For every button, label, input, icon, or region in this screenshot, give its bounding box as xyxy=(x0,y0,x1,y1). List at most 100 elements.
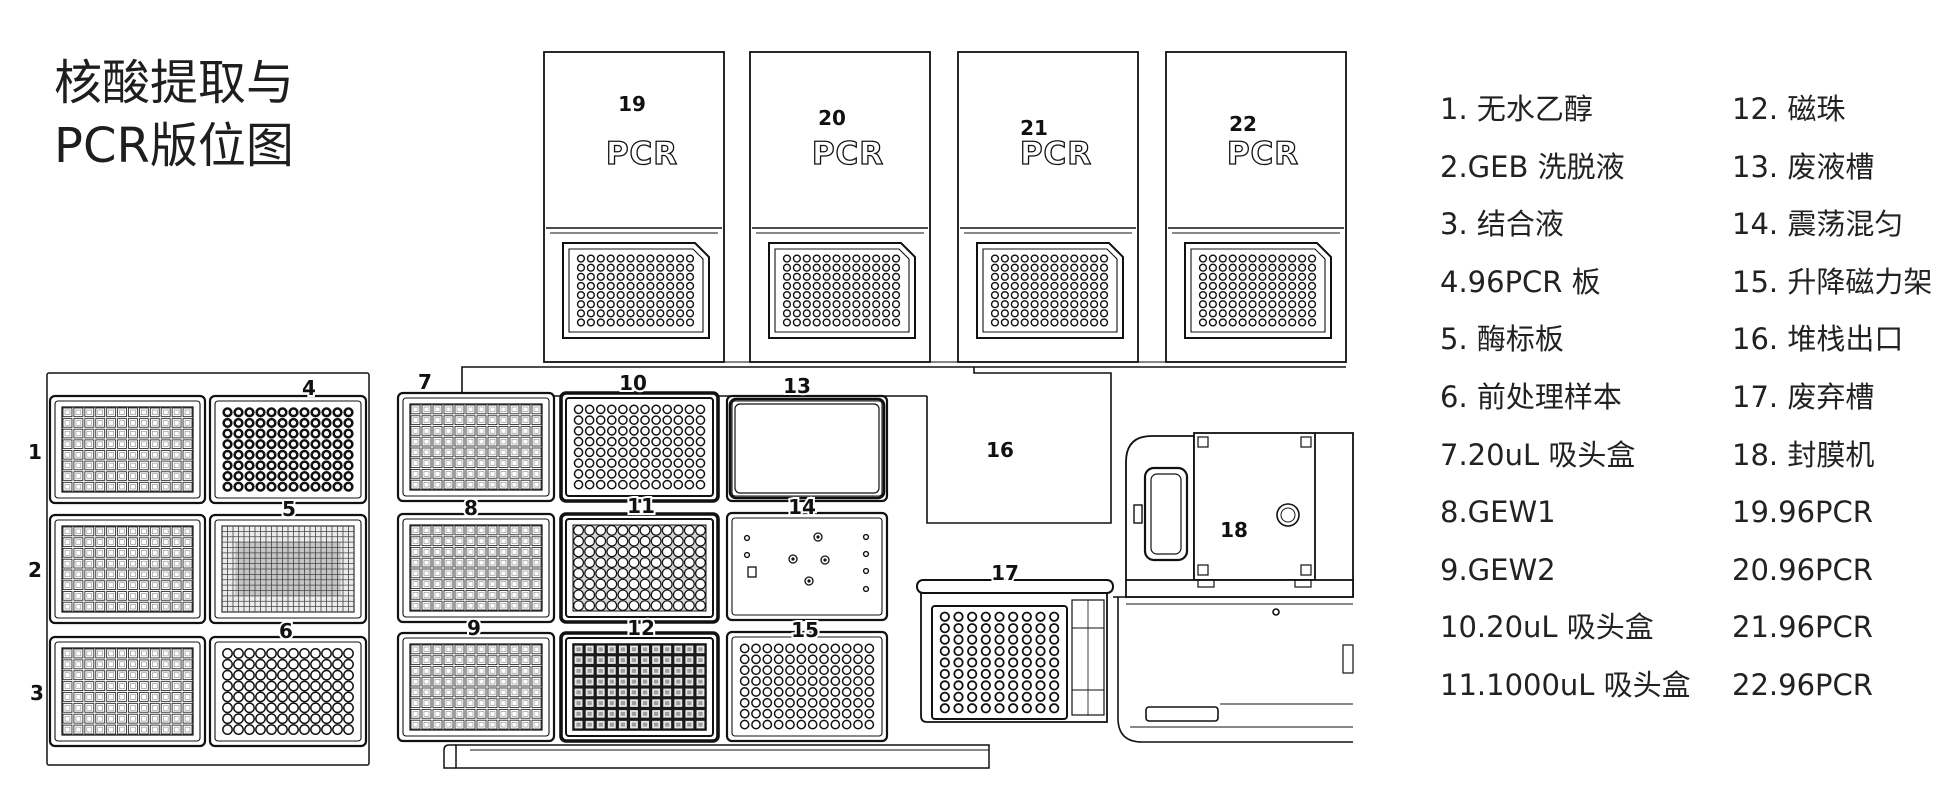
well xyxy=(650,600,662,612)
well xyxy=(872,290,881,300)
well xyxy=(662,415,673,425)
well xyxy=(62,537,73,547)
well xyxy=(343,449,354,460)
well xyxy=(84,580,95,590)
well-bottom xyxy=(653,679,659,684)
well xyxy=(128,713,138,724)
well-bottom xyxy=(500,460,507,466)
tip-hole xyxy=(939,691,950,702)
well-bottom xyxy=(64,694,71,700)
well xyxy=(1298,254,1307,263)
well xyxy=(595,578,607,590)
well xyxy=(606,263,615,272)
tip-hole xyxy=(994,691,1005,702)
well xyxy=(531,479,542,490)
well xyxy=(1010,254,1019,263)
well xyxy=(106,439,117,449)
well xyxy=(443,469,454,479)
well xyxy=(255,407,266,418)
well-bottom xyxy=(456,721,463,728)
well xyxy=(465,557,476,568)
well xyxy=(739,665,750,676)
well xyxy=(531,436,542,447)
well-bottom xyxy=(445,721,452,728)
well xyxy=(822,272,831,281)
well-bottom xyxy=(500,700,507,706)
well xyxy=(62,580,73,590)
well-bottom xyxy=(184,409,191,415)
well xyxy=(683,546,695,558)
well xyxy=(171,569,182,580)
well-bottom xyxy=(445,570,452,577)
well xyxy=(266,702,277,714)
well xyxy=(782,272,792,281)
well xyxy=(138,569,149,580)
well xyxy=(95,407,106,418)
well xyxy=(465,415,476,425)
well-bottom xyxy=(141,672,147,678)
well xyxy=(629,436,639,447)
well-bottom xyxy=(97,705,103,711)
well xyxy=(595,458,606,468)
pcr-module-text: PCR xyxy=(812,136,884,172)
well xyxy=(1238,318,1247,327)
well xyxy=(628,600,640,612)
well xyxy=(332,417,343,429)
well xyxy=(95,724,106,735)
well xyxy=(1228,318,1237,327)
well xyxy=(618,436,628,447)
well xyxy=(73,548,84,558)
tip-hole xyxy=(994,657,1005,668)
well-bottom xyxy=(173,582,180,588)
well-bottom xyxy=(698,647,703,652)
well xyxy=(138,580,149,590)
well xyxy=(1228,281,1237,291)
well-bottom xyxy=(478,678,485,685)
well-bottom xyxy=(152,726,158,733)
well xyxy=(149,713,160,724)
well xyxy=(792,281,801,291)
well xyxy=(410,655,421,665)
well xyxy=(509,458,520,468)
well-bottom xyxy=(576,647,581,652)
well xyxy=(465,568,476,579)
well-bottom xyxy=(456,646,463,653)
well xyxy=(62,601,73,612)
well xyxy=(95,591,106,601)
well xyxy=(84,569,95,580)
tip-hole xyxy=(1049,668,1060,680)
well xyxy=(640,447,650,458)
well xyxy=(584,567,596,579)
well-bottom xyxy=(665,690,670,695)
well xyxy=(841,719,852,730)
well xyxy=(421,644,432,655)
well-bottom xyxy=(467,449,474,456)
well-bottom xyxy=(598,701,603,706)
well xyxy=(498,415,509,425)
well-bottom xyxy=(522,711,529,717)
well xyxy=(656,309,665,318)
well xyxy=(128,681,138,691)
well-bottom xyxy=(412,646,419,653)
well-bottom xyxy=(467,646,474,653)
well xyxy=(343,680,354,692)
well xyxy=(421,579,432,589)
well xyxy=(819,676,829,686)
well xyxy=(73,601,84,612)
well xyxy=(1020,263,1029,272)
well xyxy=(1198,309,1208,318)
well xyxy=(310,691,321,703)
well xyxy=(443,415,454,425)
well xyxy=(841,654,852,665)
well-bottom xyxy=(162,462,169,469)
well xyxy=(676,281,685,291)
well-bottom xyxy=(665,668,670,673)
well xyxy=(454,525,465,536)
well xyxy=(255,691,266,703)
well xyxy=(1040,281,1049,291)
well xyxy=(476,687,487,698)
well xyxy=(128,580,138,590)
well xyxy=(531,676,542,687)
well-bottom xyxy=(500,678,507,685)
well xyxy=(299,407,310,418)
